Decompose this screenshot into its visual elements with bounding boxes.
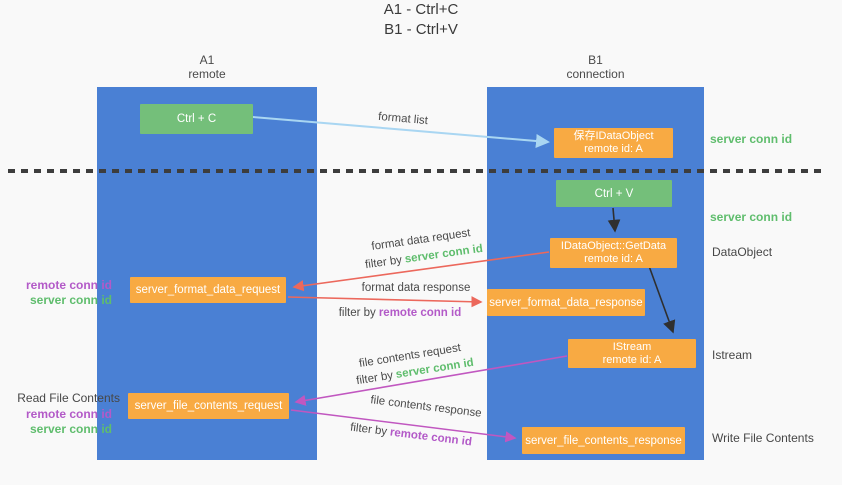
column-b-role: connection xyxy=(566,67,625,81)
format-conn-id-labels: remote conn id server conn id xyxy=(0,278,112,308)
istream-line1: IStream xyxy=(612,340,652,353)
server-file-contents-response-node: server_file_contents_response xyxy=(522,427,685,454)
read-file-contents-label: Read File Contents xyxy=(17,391,120,405)
ctrl-c-node: Ctrl + C xyxy=(140,104,253,134)
save-dataobject-line2: remote id: A xyxy=(584,143,643,155)
filter-remote-conn-id-value: remote conn id xyxy=(389,426,473,449)
istream-side-label: Istream xyxy=(712,348,753,362)
server-conn-id-label-file: server conn id xyxy=(29,422,112,436)
column-a-header: A1 remote xyxy=(97,53,317,81)
file-contents-response-arrow-label: file contents response xyxy=(369,394,483,420)
server-format-data-response-label: server_format_data_response xyxy=(489,296,643,309)
server-file-contents-request-node: server_file_contents_request xyxy=(128,393,289,419)
ctrl-v-node: Ctrl + V xyxy=(556,180,672,207)
istream-node: IStream remote id: A xyxy=(568,339,696,368)
dataobject-label: DataObject xyxy=(712,245,773,259)
write-file-contents-label: Write File Contents xyxy=(712,431,814,445)
ctrl-v-label: Ctrl + V xyxy=(594,187,634,200)
column-b-id: B1 xyxy=(588,53,603,67)
column-a-role: remote xyxy=(188,67,226,81)
server-format-data-request-label: server_format_data_request xyxy=(135,284,281,296)
remote-conn-id-label-format: remote conn id xyxy=(25,278,112,292)
filter-by-prefix: filter by xyxy=(349,421,388,439)
filter-by-prefix: filter by xyxy=(355,369,394,388)
remote-conn-id-label-file: remote conn id xyxy=(25,407,112,421)
getdata-node: IDataObject::GetData remote id: A xyxy=(550,238,677,268)
column-b-header: B1 connection xyxy=(487,53,704,81)
filter-by-prefix: filter by xyxy=(364,254,403,272)
server-file-contents-request-label: server_file_contents_request xyxy=(134,400,283,412)
diagram-title: A1 - Ctrl+C B1 - Ctrl+V xyxy=(0,0,842,40)
filter-by-prefix: filter by xyxy=(338,307,376,319)
getdata-line1: IDataObject::GetData xyxy=(560,240,667,252)
file-conn-id-labels: remote conn id server conn id xyxy=(0,407,112,437)
column-a-id: A1 xyxy=(199,53,215,67)
ctrl-c-label: Ctrl + C xyxy=(176,113,217,125)
title-line-2: B1 - Ctrl+V xyxy=(384,21,458,38)
getdata-line2: remote id: A xyxy=(584,253,643,265)
server-conn-id-label-top: server conn id xyxy=(710,132,793,146)
server-format-data-response-node: server_format_data_response xyxy=(487,289,645,316)
server-file-contents-response-label: server_file_contents_response xyxy=(525,434,682,447)
filter-remote-conn-id-value: remote conn id xyxy=(378,307,462,319)
server-conn-id-label-mid: server conn id xyxy=(710,210,793,224)
server-format-data-request-node: server_format_data_request xyxy=(130,277,286,303)
save-dataobject-line1: 保存IDataObject xyxy=(573,130,654,142)
istream-line2: remote id: A xyxy=(602,353,662,366)
format-list-arrow-label: format list xyxy=(377,110,429,128)
format-data-response-arrow-label: format data response xyxy=(361,282,471,294)
save-dataobject-node: 保存IDataObject remote id: A xyxy=(554,128,673,158)
title-line-1: A1 - Ctrl+C xyxy=(383,1,459,18)
server-conn-id-label-format: server conn id xyxy=(29,293,112,307)
